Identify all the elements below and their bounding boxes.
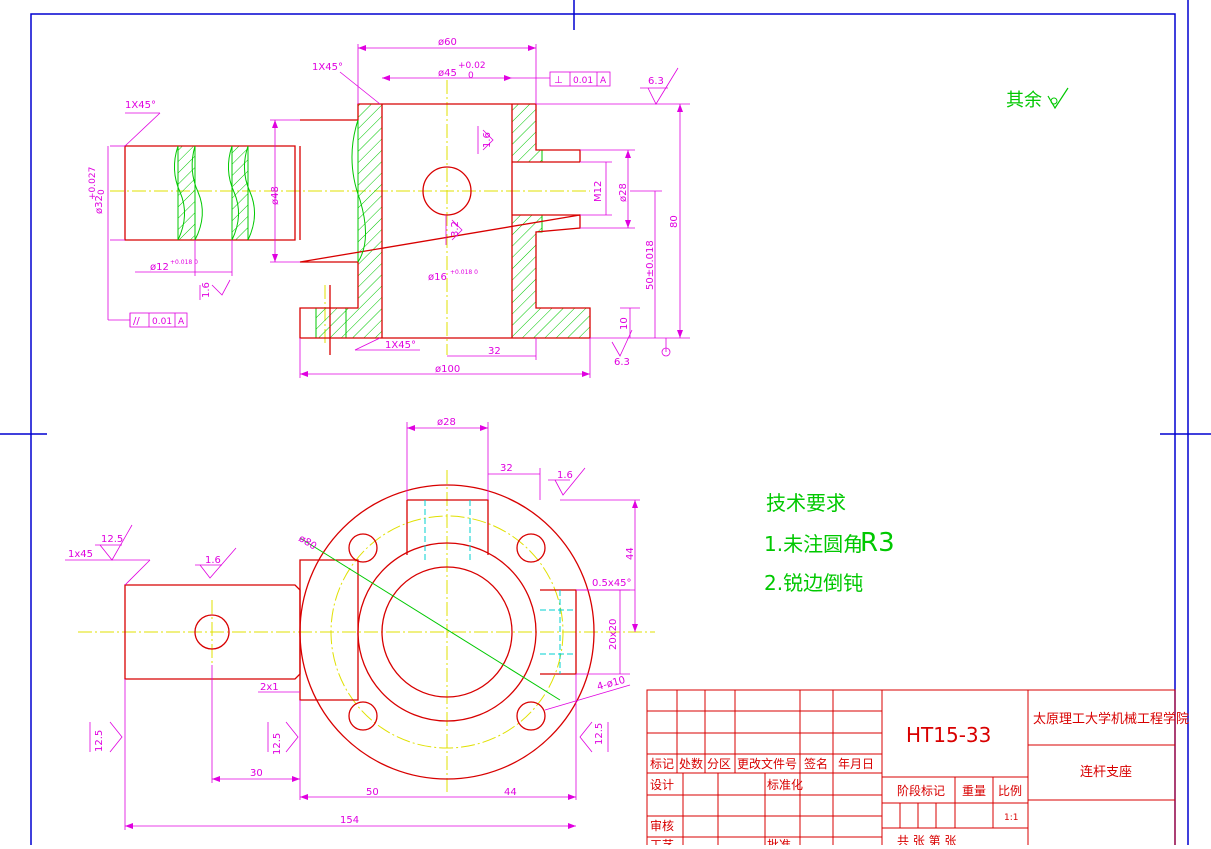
dim-d16: ø16 xyxy=(428,272,447,283)
par-datum: A xyxy=(178,317,185,327)
front-dim-lines xyxy=(107,44,690,378)
dim-d12: ø12 xyxy=(150,262,169,273)
dim-d100: ø100 xyxy=(435,364,460,375)
tech-req-item1-value: R3 xyxy=(860,528,895,558)
dim-d32: ø32 xyxy=(94,195,105,214)
check-roughness-icon xyxy=(1047,87,1069,110)
notes: 其余 技术要求 1.未注圆角 R3 2.锐边倒钝 xyxy=(764,87,1069,595)
dim-20x20: 20x20 xyxy=(608,619,619,650)
front-break xyxy=(174,119,367,263)
dim-d32-tol-lower: 0 xyxy=(97,189,107,195)
par-symbol: // xyxy=(133,316,140,327)
dim-w32-top: 32 xyxy=(500,463,513,474)
par-tol: 0.01 xyxy=(152,317,172,327)
note-rest-roughness: 其余 xyxy=(1006,90,1042,111)
tb-review: 审核 xyxy=(650,818,674,833)
chamfer-1x45: 1x45 xyxy=(68,549,93,560)
dim-d28-front: ø28 xyxy=(618,183,629,202)
tb-design: 设计 xyxy=(650,778,674,792)
front-labels: ø60 ø45 +0.02 0 1X45° 1X45° 1X45° ⊥ 0.01… xyxy=(88,37,680,375)
tb-sheets: 共 张 第 张 xyxy=(897,834,956,845)
dim-h80: 80 xyxy=(669,215,680,228)
rough-63-top: 6.3 xyxy=(648,76,664,87)
material-code: HT15-33 xyxy=(906,723,991,747)
dim-w32-front: 32 xyxy=(488,346,501,357)
tb-standard: 标准化 xyxy=(767,778,803,792)
perp-datum: A xyxy=(600,76,607,86)
dim-w50: 50 xyxy=(366,787,379,798)
tb-date: 年月日 xyxy=(838,757,874,771)
chamfer-top: 1X45° xyxy=(312,62,343,73)
rough-16-top: 1.6 xyxy=(557,470,573,481)
perp-tol: 0.01 xyxy=(573,76,593,86)
tb-count: 处数 xyxy=(679,756,703,771)
top-centerlines xyxy=(78,470,655,795)
dim-w154: 154 xyxy=(340,815,359,826)
dim-d45-tol-upper: +0.02 xyxy=(458,61,486,71)
tb-sign: 签名 xyxy=(804,756,828,771)
front-outline xyxy=(124,103,591,355)
rough-16-shaft: 1.6 xyxy=(205,555,221,566)
dim-h44: 44 xyxy=(625,547,636,560)
rough-125-left: 12.5 xyxy=(94,730,105,752)
chamfer-left: 1X45° xyxy=(125,100,156,111)
tb-weight: 重量 xyxy=(962,784,986,798)
dim-d45: ø45 xyxy=(438,68,457,79)
tech-req-title: 技术要求 xyxy=(766,491,846,515)
rough-63-bottom: 6.3 xyxy=(614,357,630,368)
rough-16-left: 1.6 xyxy=(201,282,212,298)
top-dim-lines xyxy=(65,422,640,830)
part-name: 连杆支座 xyxy=(1080,764,1132,780)
dim-d12-tol: +0.018 0 xyxy=(170,259,198,266)
tb-scale-value: 1:1 xyxy=(1004,813,1018,823)
dim-d80: ø80 xyxy=(296,533,318,552)
chamfer-2x1: 2x1 xyxy=(260,682,279,693)
dim-h50: 50±0.018 xyxy=(645,240,656,290)
dim-d32-tol-upper: +0.027 xyxy=(88,167,98,200)
rough-32: 3.2 xyxy=(450,221,461,237)
chamfer-bottom: 1X45° xyxy=(385,340,416,351)
perp-symbol: ⊥ xyxy=(554,75,563,86)
tb-mark: 标记 xyxy=(650,757,674,771)
dim-m12: M12 xyxy=(593,181,604,202)
dim-d16-tol: +0.018 0 xyxy=(450,269,478,276)
front-view: ø60 ø45 +0.02 0 1X45° 1X45° 1X45° ⊥ 0.01… xyxy=(88,37,690,378)
dim-w44: 44 xyxy=(504,787,517,798)
top-view: ø28 32 1.6 44 0.5x45° 20x20 ø80 4-ø10 1x… xyxy=(65,417,655,830)
rough-125-right: 12.5 xyxy=(594,723,605,745)
roughness-symbols-front xyxy=(129,67,679,357)
tech-req-item2: 2.锐边倒钝 xyxy=(764,571,863,595)
tb-approve: 批准 xyxy=(767,837,791,845)
top-arrows xyxy=(125,425,638,829)
dim-d45-tol-lower: 0 xyxy=(468,71,474,81)
tb-scale: 比例 xyxy=(998,784,1022,798)
tb-process: 工艺 xyxy=(650,838,674,845)
chamfer-05: 0.5x45° xyxy=(592,578,632,589)
dim-w30: 30 xyxy=(250,768,263,779)
tech-req-item1: 1.未注圆角 xyxy=(764,532,863,556)
top-labels: ø28 32 1.6 44 0.5x45° 20x20 ø80 4-ø10 1x… xyxy=(68,417,636,826)
tb-zone: 分区 xyxy=(707,757,731,771)
top-hidden xyxy=(424,500,576,674)
top-outline xyxy=(124,484,595,780)
roughness-circle-icon xyxy=(1050,97,1058,105)
rough-16-inner: 1.6 xyxy=(482,132,493,148)
front-hatch xyxy=(177,103,591,339)
roughness-symbols-top xyxy=(89,467,609,753)
rough-125-mid: 12.5 xyxy=(272,733,283,755)
front-arrows xyxy=(272,45,683,377)
tb-stage-mark: 阶段标记 xyxy=(897,783,945,798)
top-diag xyxy=(299,537,561,701)
dim-d60: ø60 xyxy=(438,37,457,48)
dim-d48: ø48 xyxy=(270,186,281,205)
tb-docno: 更改文件号 xyxy=(737,756,797,771)
institution: 太原理工大学机械工程学院 xyxy=(1033,711,1189,727)
title-block: HT15-33 太原理工大学机械工程学院 连杆支座 标记 处数 分区 更改文件号… xyxy=(646,689,1189,849)
dim-d28-top: ø28 xyxy=(437,417,456,428)
rough-125-top: 12.5 xyxy=(101,534,123,545)
dim-h10: 10 xyxy=(619,317,630,330)
